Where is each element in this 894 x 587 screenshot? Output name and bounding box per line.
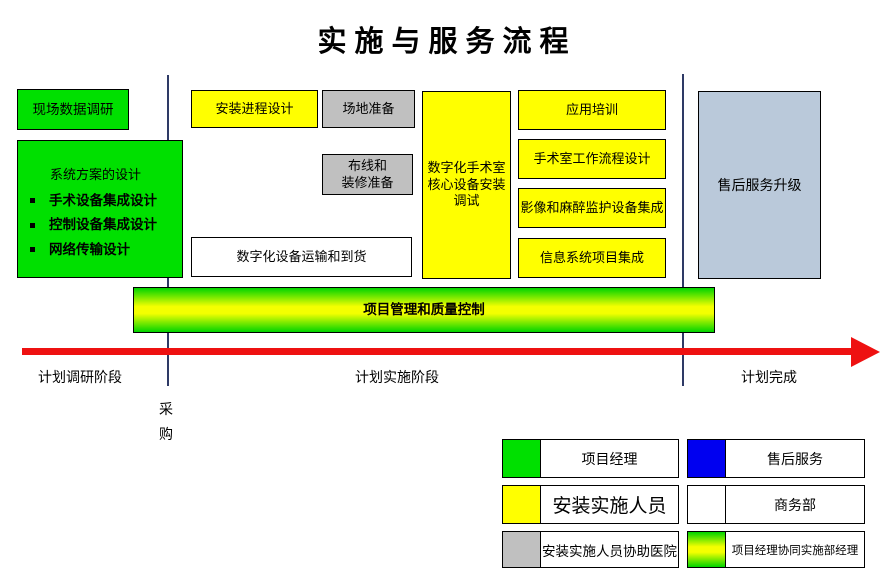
legend-swatch-blue — [688, 440, 726, 477]
box-label: 场地准备 — [342, 100, 395, 116]
system-design-item: 手术设备集成设计 — [18, 192, 182, 210]
box-label: 影像和麻醉监护设备集成 — [520, 199, 664, 215]
system-design-title: 系统方案的设计 — [50, 167, 142, 182]
box-label: 售后服务升级 — [717, 176, 802, 193]
legend-label: 项目经理协同实施部经理 — [731, 544, 859, 557]
box-installation-schedule-design: 安装进程设计 — [191, 90, 318, 128]
legend-item-business-dept: 商务部 — [687, 485, 865, 524]
box-label: 现场数据调研 — [32, 101, 114, 117]
box-system-solution-design: 系统方案的设计 手术设备集成设计 控制设备集成设计 网络传输设计 — [17, 140, 183, 278]
box-label-line: 调试 — [453, 193, 480, 209]
legend-item-staff-assist-hospital: 安装实施人员协助医院 — [502, 531, 679, 568]
box-label-line: 布线和 — [347, 157, 387, 173]
box-equipment-transport-delivery: 数字化设备运输和到货 — [191, 237, 412, 277]
legend-label: 项目经理 — [581, 450, 638, 467]
item-label: 手术设备集成设计 — [49, 192, 157, 208]
legend-swatch-yellow — [503, 486, 541, 523]
box-label: 手术室工作流程设计 — [533, 150, 651, 166]
item-label: 网络传输设计 — [49, 241, 130, 257]
legend-label: 安装实施人员 — [552, 496, 667, 517]
phase-divider-line-2 — [682, 74, 684, 386]
box-label: 项目管理和质量控制 — [363, 302, 485, 318]
bullet-square-icon — [30, 198, 35, 204]
box-label: 安装进程设计 — [215, 100, 294, 116]
timeline-arrow-head-icon — [851, 337, 880, 367]
box-info-system-integration: 信息系统项目集成 — [518, 238, 666, 278]
legend-swatch-gradient — [688, 532, 726, 567]
box-project-management-quality-control: 项目管理和质量控制 — [133, 287, 715, 333]
phase-label-complete: 计划完成 — [741, 369, 797, 385]
legend-item-installation-staff: 安装实施人员 — [502, 485, 679, 524]
box-wiring-decoration-prep: 布线和 装修准备 — [322, 154, 413, 195]
procurement-label: 采购 — [159, 401, 173, 442]
box-imaging-anesthesia-integration: 影像和麻醉监护设备集成 — [518, 188, 666, 228]
legend-item-after-sales-service: 售后服务 — [687, 439, 865, 478]
legend-label: 商务部 — [774, 496, 816, 513]
diagram-title: 实施与服务流程 — [317, 24, 577, 58]
box-label: 应用培训 — [565, 101, 618, 117]
box-label-line: 核心设备安装 — [427, 176, 506, 192]
bullet-square-icon — [30, 222, 35, 228]
phase-label-research: 计划调研阶段 — [38, 369, 122, 385]
phase-label-implementation: 计划实施阶段 — [355, 369, 439, 385]
legend-label: 售后服务 — [767, 450, 823, 467]
item-label: 控制设备集成设计 — [49, 217, 157, 233]
box-label: 数字化设备运输和到货 — [236, 248, 367, 264]
box-core-equipment-install-debug: 数字化手术室 核心设备安装 调试 — [422, 91, 511, 279]
bullet-square-icon — [30, 247, 35, 253]
legend-swatch-green — [503, 440, 541, 477]
box-after-sales-service-upgrade: 售后服务升级 — [698, 91, 821, 279]
legend: 项目经理 售后服务 安装实施人员 商务部 安装实施人员协助医院 项目经理协同实施… — [502, 439, 866, 569]
legend-item-project-manager: 项目经理 — [502, 439, 679, 478]
legend-label: 安装实施人员协助医院 — [542, 543, 677, 559]
box-label-line: 装修准备 — [341, 174, 394, 190]
legend-item-pm-with-impl-manager: 项目经理协同实施部经理 — [687, 531, 865, 568]
system-design-item: 网络传输设计 — [18, 241, 182, 259]
timeline-arrow-line — [22, 348, 856, 355]
box-site-preparation: 场地准备 — [322, 90, 415, 128]
box-label: 信息系统项目集成 — [539, 249, 644, 265]
box-site-data-survey: 现场数据调研 — [17, 89, 129, 130]
system-design-item: 控制设备集成设计 — [18, 216, 182, 234]
legend-swatch-white — [688, 486, 726, 523]
box-or-workflow-design: 手术室工作流程设计 — [518, 139, 666, 179]
box-application-training: 应用培训 — [518, 90, 666, 130]
legend-swatch-gray — [503, 532, 541, 567]
box-label-line: 数字化手术室 — [427, 159, 506, 175]
